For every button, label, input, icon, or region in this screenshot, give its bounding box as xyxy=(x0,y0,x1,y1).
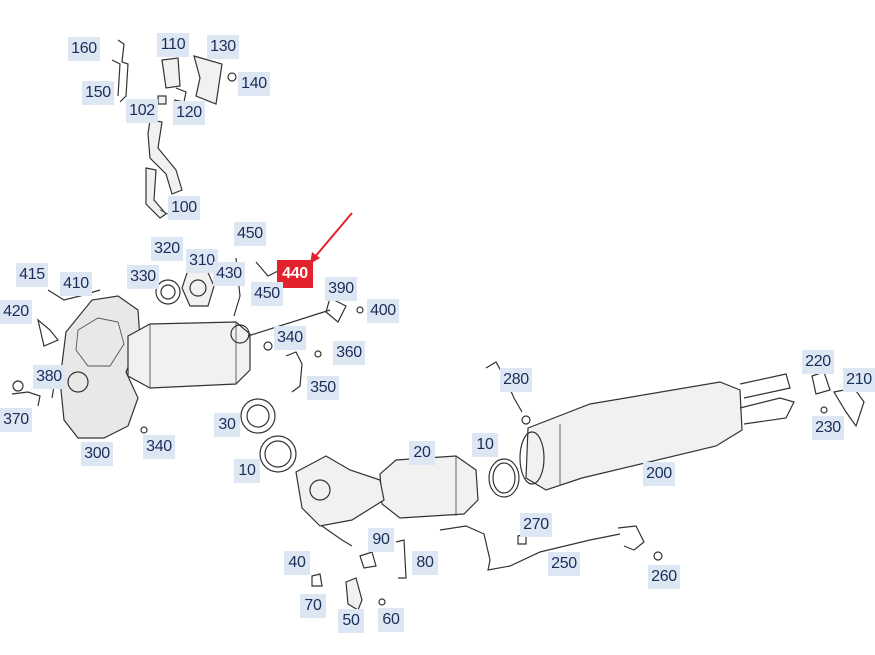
callout-300[interactable]: 300 xyxy=(81,442,113,466)
callout-250[interactable]: 250 xyxy=(548,552,580,576)
callout-410[interactable]: 410 xyxy=(60,272,92,296)
callout-50[interactable]: 50 xyxy=(338,609,364,633)
callout-310[interactable]: 310 xyxy=(186,249,218,273)
callout-360[interactable]: 360 xyxy=(333,341,365,365)
callout-70[interactable]: 70 xyxy=(300,594,326,618)
callout-330[interactable]: 330 xyxy=(127,265,159,289)
callout-440-highlighted[interactable]: 440 xyxy=(277,260,313,288)
highlight-arrow xyxy=(313,212,353,259)
callout-140[interactable]: 140 xyxy=(238,72,270,96)
callout-390[interactable]: 390 xyxy=(325,277,357,301)
callout-10-right[interactable]: 10 xyxy=(472,433,498,457)
gasket-group xyxy=(240,398,520,498)
callout-320[interactable]: 320 xyxy=(151,237,183,261)
catalyst-group xyxy=(295,455,621,611)
callout-120[interactable]: 120 xyxy=(173,101,205,125)
callout-420[interactable]: 420 xyxy=(0,300,32,324)
callout-430[interactable]: 430 xyxy=(213,262,245,286)
callout-450-bottom[interactable]: 450 xyxy=(251,282,283,306)
callout-415[interactable]: 415 xyxy=(16,263,48,287)
callout-340-lower[interactable]: 340 xyxy=(143,435,175,459)
callout-150[interactable]: 150 xyxy=(82,81,114,105)
callout-102[interactable]: 102 xyxy=(126,99,158,123)
callout-230[interactable]: 230 xyxy=(812,416,844,440)
callout-10-left[interactable]: 10 xyxy=(234,459,260,483)
callout-130[interactable]: 130 xyxy=(207,35,239,59)
callout-100[interactable]: 100 xyxy=(168,196,200,220)
callout-200[interactable]: 200 xyxy=(643,462,675,486)
callout-270[interactable]: 270 xyxy=(520,513,552,537)
callout-350[interactable]: 350 xyxy=(307,376,339,400)
callout-110[interactable]: 110 xyxy=(157,33,189,57)
callout-20[interactable]: 20 xyxy=(409,441,435,465)
callout-160[interactable]: 160 xyxy=(68,37,100,61)
callout-40[interactable]: 40 xyxy=(284,551,310,575)
callout-210[interactable]: 210 xyxy=(843,368,875,392)
callout-380[interactable]: 380 xyxy=(33,365,65,389)
callout-450-top[interactable]: 450 xyxy=(234,222,266,246)
callout-340-upper[interactable]: 340 xyxy=(274,326,306,350)
callout-260[interactable]: 260 xyxy=(648,565,680,589)
callout-280[interactable]: 280 xyxy=(500,368,532,392)
callout-400[interactable]: 400 xyxy=(367,299,399,323)
callout-90[interactable]: 90 xyxy=(368,528,394,552)
callout-30[interactable]: 30 xyxy=(214,413,240,437)
callout-220[interactable]: 220 xyxy=(802,350,834,374)
callout-370[interactable]: 370 xyxy=(0,408,32,432)
egr-pipe-group xyxy=(111,39,237,219)
callout-60[interactable]: 60 xyxy=(378,608,404,632)
callout-80[interactable]: 80 xyxy=(412,551,438,575)
